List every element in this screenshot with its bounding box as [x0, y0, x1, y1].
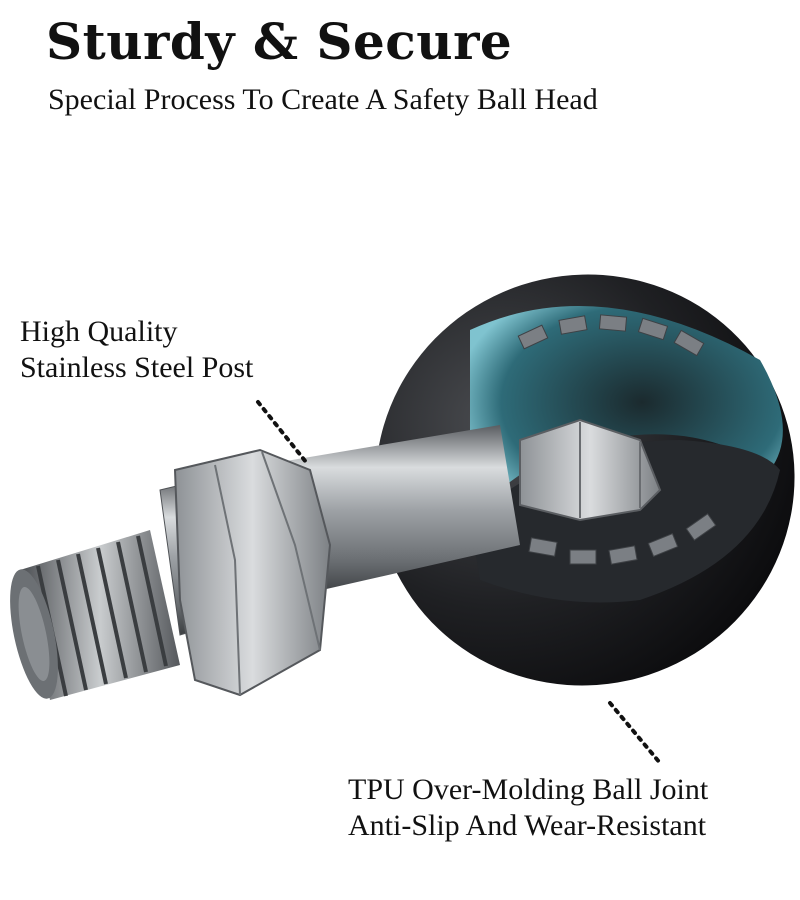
- leader-line-ball: [608, 701, 662, 765]
- callout-ball-line2: Anti-Slip And Wear-Resistant: [348, 809, 707, 842]
- leader-lines: [256, 400, 662, 765]
- subtitle: Special Process To Create A Safety Ball …: [48, 83, 598, 116]
- callout-post-line2: Stainless Steel Post: [20, 351, 254, 384]
- callout-ball: TPU Over-Molding Ball Joint Anti-Slip An…: [348, 772, 708, 844]
- title: Sturdy & Secure: [46, 12, 513, 71]
- callout-post: High Quality Stainless Steel Post: [20, 314, 253, 386]
- threaded-stud: [10, 530, 180, 700]
- callout-ball-line1: TPU Over-Molding Ball Joint: [348, 773, 709, 806]
- callout-post-line1: High Quality: [20, 315, 178, 348]
- stainless-steel-post: [10, 425, 520, 700]
- tpu-ball-joint: [375, 274, 795, 686]
- leader-line-post: [256, 400, 308, 464]
